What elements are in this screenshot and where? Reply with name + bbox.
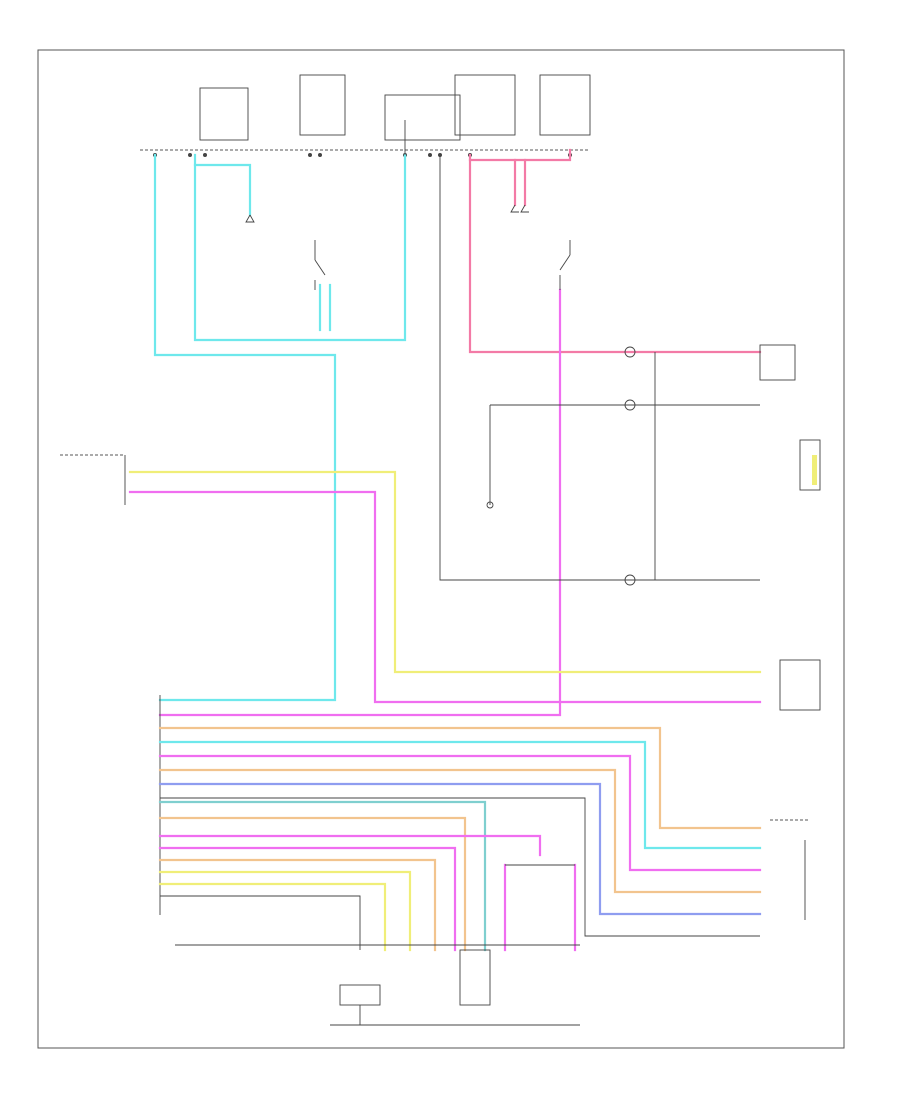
brake-switch-right	[559, 240, 571, 290]
brake-switch-left	[314, 240, 326, 290]
ecm-output-wires	[158, 726, 762, 937]
pink-wire-2	[468, 148, 572, 162]
dark-wire-group	[404, 120, 760, 581]
diagram-border	[37, 49, 845, 1049]
fuse-block-top	[199, 74, 591, 141]
splice-connectors	[245, 204, 636, 586]
solenoid-wires	[158, 800, 577, 952]
top-connector-pins	[153, 153, 572, 157]
right-components	[759, 344, 821, 711]
cyan-wire-1	[153, 153, 337, 702]
yellow-wire-upper	[128, 470, 762, 674]
right-connector-tabs	[770, 819, 810, 920]
magenta-wire-vertical	[158, 288, 562, 717]
pink-wire-group	[468, 148, 762, 354]
pink-wire-1	[468, 153, 762, 354]
yellow-marker	[812, 455, 817, 485]
cyan-wire-2	[193, 153, 407, 342]
shift-solenoid-valve	[175, 944, 580, 1026]
magenta-wire-upper	[128, 490, 762, 704]
transmission-module	[60, 454, 126, 505]
cyan-wire-group	[153, 153, 407, 702]
cyan-wire-3	[193, 163, 252, 217]
